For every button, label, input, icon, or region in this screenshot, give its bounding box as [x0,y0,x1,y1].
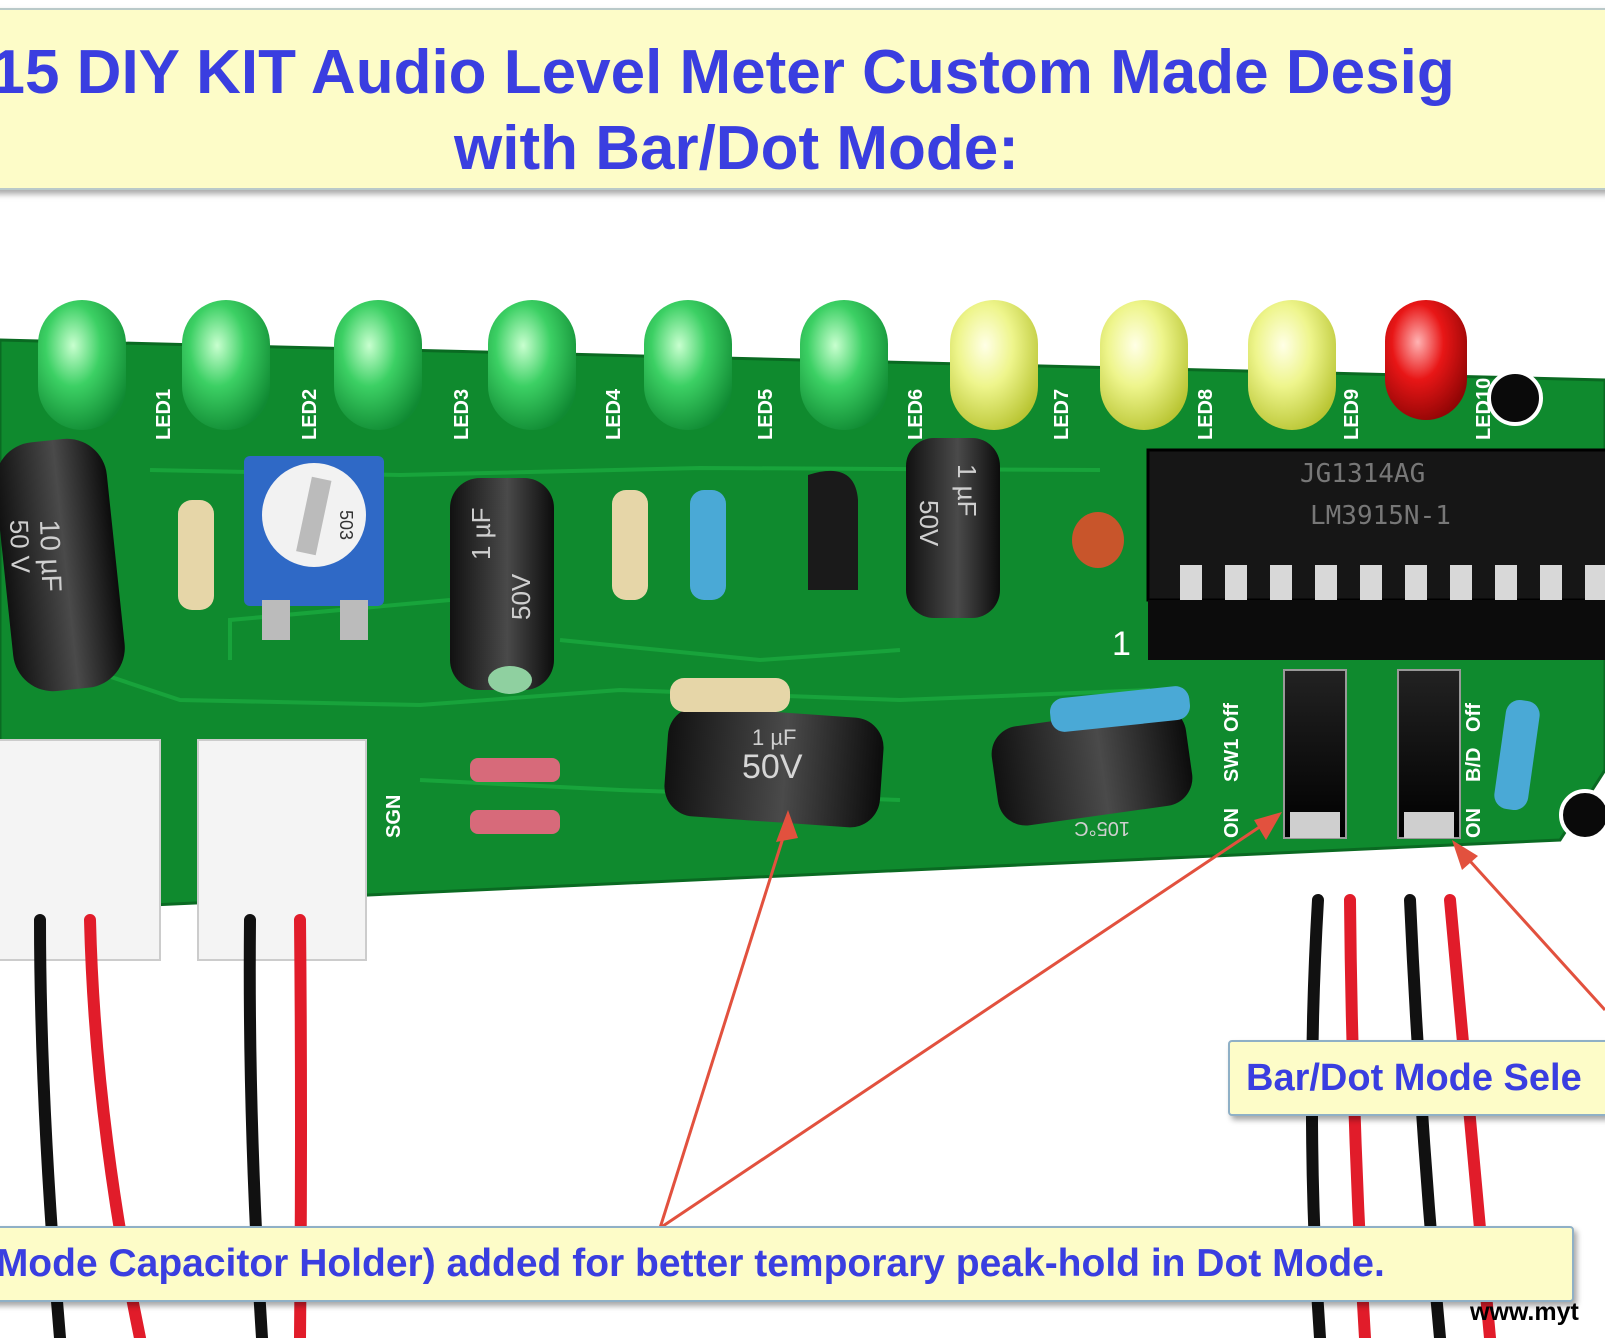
connector-right [197,739,367,961]
svg-text:105°C: 105°C [1074,817,1130,839]
svg-text:10 µF: 10 µF [34,519,67,592]
bd-label: B/D [1463,748,1485,782]
led-9 [1248,300,1336,430]
on-label-1: ON [1221,808,1243,838]
svg-text:50V: 50V [506,573,536,620]
led-label-4: LED4 [603,388,625,440]
led-2 [182,300,270,430]
svg-text:1 µF: 1 µF [466,507,496,560]
led-6 [800,300,888,430]
cap-horizontal: 105°C [991,706,1193,839]
off-label-1: Off [1221,703,1243,732]
on-label-2: ON [1463,808,1485,838]
cap-right-1uf: 1 µF 50V [906,438,1000,618]
led-3 [334,300,422,430]
off-label-2: Off [1463,703,1485,732]
pcb-photo: LED1 LED2 LED3 LED4 LED5 LED6 LED7 LED8 … [0,300,1605,1338]
led-label-7: LED7 [1051,389,1073,440]
led-4 [488,300,576,430]
diodes [470,758,560,834]
led-10 [1385,300,1467,420]
cap-mid-1uf: 1 µF 50V [450,478,554,694]
led-label-9: LED9 [1341,389,1363,440]
led-label-3: LED3 [451,389,473,440]
led-row [38,300,1467,430]
led-label-6: LED6 [905,389,927,440]
svg-text:1 µF: 1 µF [952,464,982,517]
trimmer-pot: 503 [244,456,384,640]
led-5 [644,300,732,430]
transistor [808,470,858,590]
callout-peak-hold: t Mode Capacitor Holder) added for bette… [0,1226,1574,1302]
connector-left [0,739,161,961]
led-label-8: LED8 [1195,389,1217,440]
ic-marking-1: JG1314AG [1300,459,1425,489]
callout-peak-hold-text: t Mode Capacitor Holder) added for bette… [0,1242,1385,1285]
svg-text:50 V: 50 V [4,519,36,574]
svg-text:50V: 50V [742,748,803,786]
led-8 [1100,300,1188,430]
ic-marking-2: LM3915N-1 [1310,501,1451,531]
lm3915-ic: JG1314AG LM3915N-1 1 [1112,448,1605,663]
trimmer-code: 503 [336,510,356,540]
title-banner: 915 DIY KIT Audio Level Meter Custom Mad… [0,8,1605,190]
switch-sw1 [1283,669,1347,839]
title-line-1: 915 DIY KIT Audio Level Meter Custom Mad… [0,38,1455,107]
switch-bd [1397,669,1461,839]
svg-text:50V: 50V [914,500,944,547]
led-label-5: LED5 [755,389,777,440]
led-label-2: LED2 [299,389,321,440]
cap-bottom-1uf: 1 µF 50V [664,706,884,828]
sgn-label: SGN [383,795,405,838]
cap-left-10uf: 10 µF 50 V [0,438,125,692]
callout-mode-select: Bar/Dot Mode Sele [1228,1040,1605,1116]
website-watermark: www.myt [1470,1298,1579,1326]
led-1 [38,300,126,430]
sw1-label: SW1 [1221,739,1243,782]
pin1-mark: 1 [1112,625,1131,663]
svg-text:1 µF: 1 µF [752,725,796,750]
led-7 [950,300,1038,430]
title-line-2: with Bar/Dot Mode: [454,114,1019,183]
resistors [178,490,1540,811]
led-label-10: LED10 [1473,378,1495,440]
led-label-1: LED1 [153,389,175,440]
